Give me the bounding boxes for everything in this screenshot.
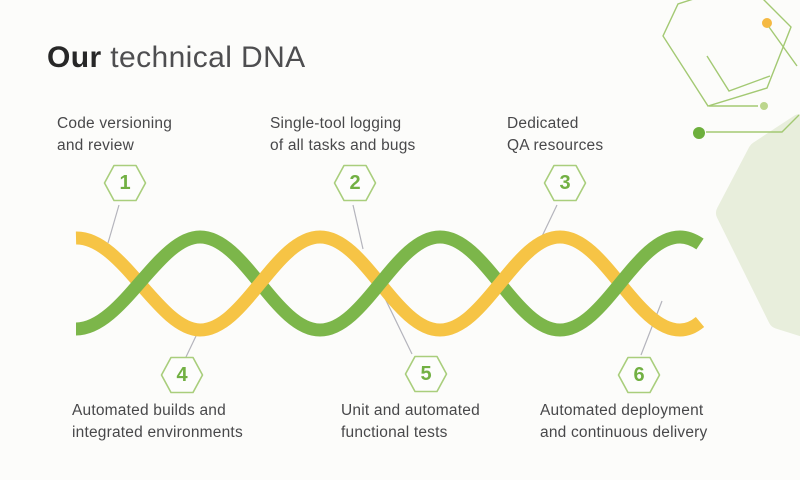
step-label-line: of all tasks and bugs <box>270 137 416 154</box>
step-label-line: and continuous delivery <box>540 424 708 441</box>
step-label-line: and review <box>57 137 134 154</box>
hexagon-badge-icon <box>103 164 147 202</box>
step-badge-1: 1 <box>103 164 147 202</box>
step-number: 6 <box>633 364 645 386</box>
hexagon-badge-icon <box>617 356 661 394</box>
background-hexagon-blob <box>716 114 800 337</box>
step-badge-6: 6 <box>617 356 661 394</box>
step-label-line: QA resources <box>507 137 604 154</box>
step-label-line: integrated environments <box>72 424 243 441</box>
circuit-line <box>768 26 798 67</box>
dna-strand-green <box>75 230 704 337</box>
step-badge-3: 3 <box>543 164 587 202</box>
hexagon-badge-icon <box>404 355 448 393</box>
step-number: 3 <box>559 172 571 194</box>
green-dot-icon <box>693 127 705 139</box>
title-rest: technical DNA <box>101 41 306 74</box>
hexagon-partial-outline-icon <box>706 55 771 92</box>
step-label-line: Code versioning <box>57 115 173 132</box>
connector-6 <box>640 300 663 356</box>
step-badge-4: 4 <box>160 356 204 394</box>
hexagon-badge-icon <box>333 164 377 202</box>
step-label-2: Single-tool logging of all tasks and bug… <box>270 113 416 157</box>
step-label-4: Automated builds and integrated environm… <box>72 400 243 444</box>
step-label-line: functional tests <box>341 424 448 441</box>
connector-1 <box>107 204 120 244</box>
step-badge-2: 2 <box>333 164 377 202</box>
step-label-line: Unit and automated <box>341 402 480 419</box>
step-label-6: Automated deployment and continuous deli… <box>540 400 707 444</box>
circuit-line <box>706 114 800 133</box>
hexagon-badge-icon <box>543 164 587 202</box>
circuit-decoration <box>662 0 800 133</box>
title-bold: Our <box>47 41 102 74</box>
step-number: 1 <box>119 172 131 194</box>
step-badge-5: 5 <box>404 355 448 393</box>
light-green-dot-icon <box>760 102 768 110</box>
connector-2 <box>352 204 364 250</box>
step-number: 4 <box>176 364 188 386</box>
step-label-line: Automated deployment <box>540 402 704 419</box>
step-number: 2 <box>349 172 361 194</box>
step-label-5: Unit and automated functional tests <box>341 400 480 444</box>
hexagon-badge-icon <box>160 356 204 394</box>
step-label-1: Code versioning and review <box>57 113 172 157</box>
step-label-line: Automated builds and <box>72 402 226 419</box>
step-label-line: Single-tool logging <box>270 115 402 132</box>
page-title: Our technical DNA <box>47 41 306 75</box>
hexagon-outline-icon <box>662 0 792 107</box>
connector-4 <box>185 335 197 358</box>
step-label-3: Dedicated QA resources <box>507 113 603 157</box>
step-label-line: Dedicated <box>507 115 579 132</box>
dna-strand-yellow <box>75 230 705 337</box>
step-number: 5 <box>420 363 432 385</box>
yellow-dot-icon <box>762 18 772 28</box>
